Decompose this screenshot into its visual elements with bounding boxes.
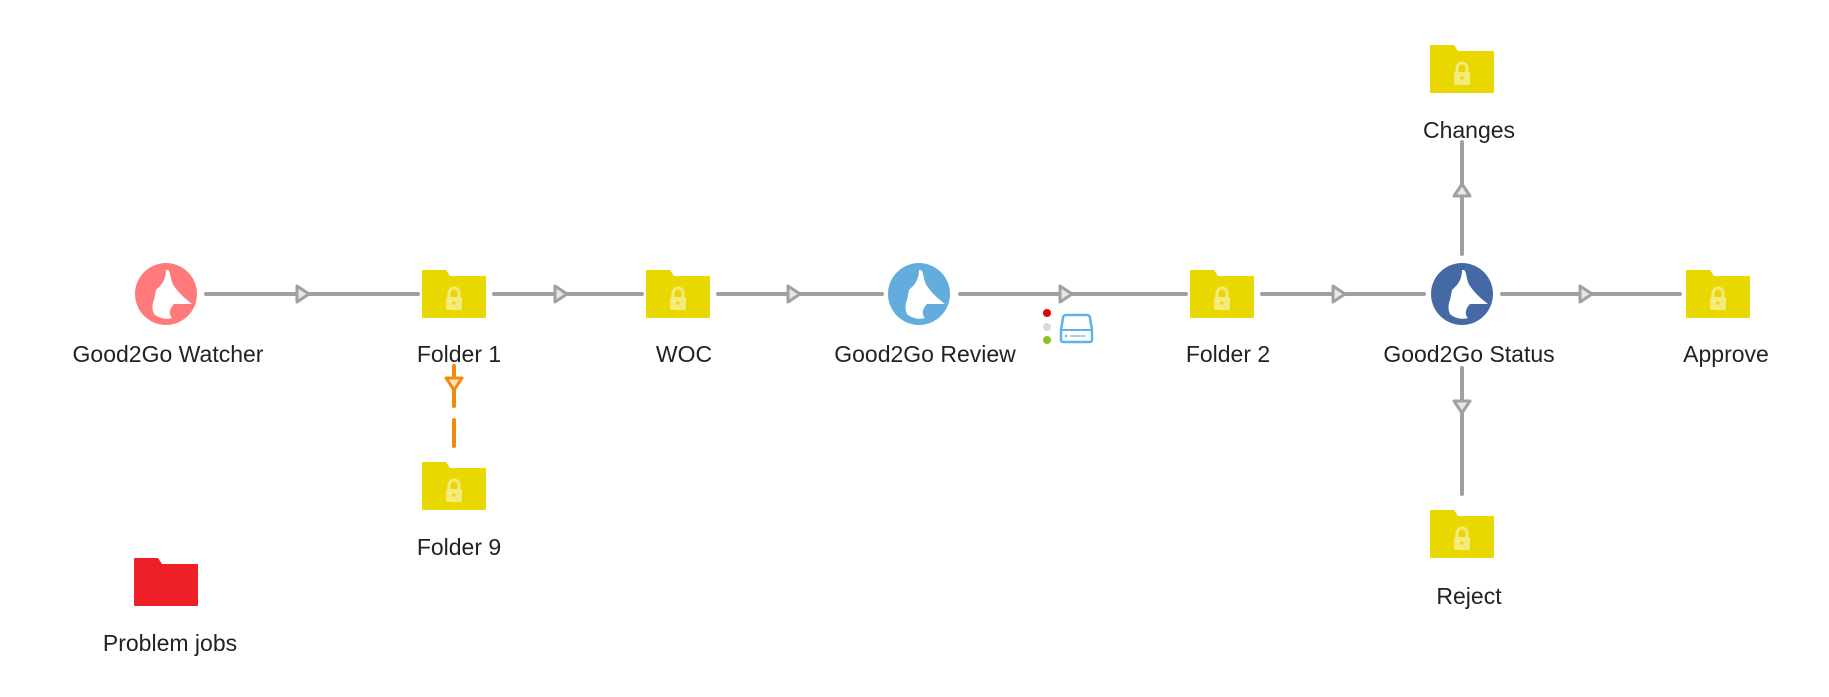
- node-label-status[interactable]: Good2Go Status: [1383, 341, 1555, 367]
- folder-icon: [1430, 45, 1494, 93]
- arrowhead-folder2-status: [1331, 284, 1347, 304]
- problem-folder-icon: [134, 558, 198, 606]
- connection-status-indicator[interactable]: [1043, 309, 1094, 344]
- node-label-changes[interactable]: Changes: [1422, 117, 1516, 143]
- folder-icon: [646, 270, 710, 318]
- node-reject[interactable]: [1430, 510, 1494, 558]
- node-label-approve[interactable]: Approve: [1683, 341, 1769, 367]
- folder-icon: [422, 462, 486, 510]
- node-label-woc[interactable]: WOC: [655, 341, 713, 367]
- drive-icon: [1059, 313, 1094, 344]
- folder-icon: [422, 270, 486, 318]
- arrowhead-woc-review: [786, 284, 802, 304]
- thumbs-up-icon: [135, 263, 197, 325]
- arrowhead-watcher-folder1: [295, 284, 311, 304]
- thumbs-up-icon: [888, 263, 950, 325]
- folder-icon: [1190, 270, 1254, 318]
- connections: [204, 140, 1682, 496]
- node-review[interactable]: [888, 263, 950, 325]
- folder-icon: [1430, 510, 1494, 558]
- status-light-gray: [1043, 323, 1051, 331]
- arrowhead-status-approve: [1578, 284, 1594, 304]
- node-watcher[interactable]: [135, 263, 197, 325]
- arrowhead-review-folder2: [1058, 284, 1074, 304]
- node-label-watcher[interactable]: Good2Go Watcher: [72, 341, 264, 367]
- folder-icon: [1686, 270, 1750, 318]
- thumbs-up-icon: [1431, 263, 1493, 325]
- node-problem-jobs[interactable]: [134, 558, 198, 606]
- node-status[interactable]: [1431, 263, 1493, 325]
- node-changes[interactable]: [1430, 45, 1494, 93]
- status-light-red: [1043, 309, 1051, 317]
- node-label-folder2[interactable]: Folder 2: [1185, 341, 1271, 367]
- node-label-problem-jobs[interactable]: Problem jobs: [102, 630, 238, 656]
- node-label-review[interactable]: Good2Go Review: [834, 341, 1016, 367]
- node-label-folder1[interactable]: Folder 1: [416, 341, 502, 367]
- node-woc[interactable]: [646, 270, 710, 318]
- node-folder9[interactable]: [422, 462, 486, 510]
- arrowhead-status-reject: [1452, 399, 1472, 415]
- arrowhead-folder1-woc: [553, 284, 569, 304]
- node-label-reject[interactable]: Reject: [1436, 583, 1502, 609]
- node-folder2[interactable]: [1190, 270, 1254, 318]
- arrowhead-status-changes: [1452, 182, 1472, 198]
- arrowhead-folder1-folder9: [444, 376, 464, 392]
- node-folder1[interactable]: [422, 270, 486, 318]
- node-approve[interactable]: [1686, 270, 1750, 318]
- node-label-folder9[interactable]: Folder 9: [416, 534, 502, 560]
- status-light-green: [1043, 336, 1051, 344]
